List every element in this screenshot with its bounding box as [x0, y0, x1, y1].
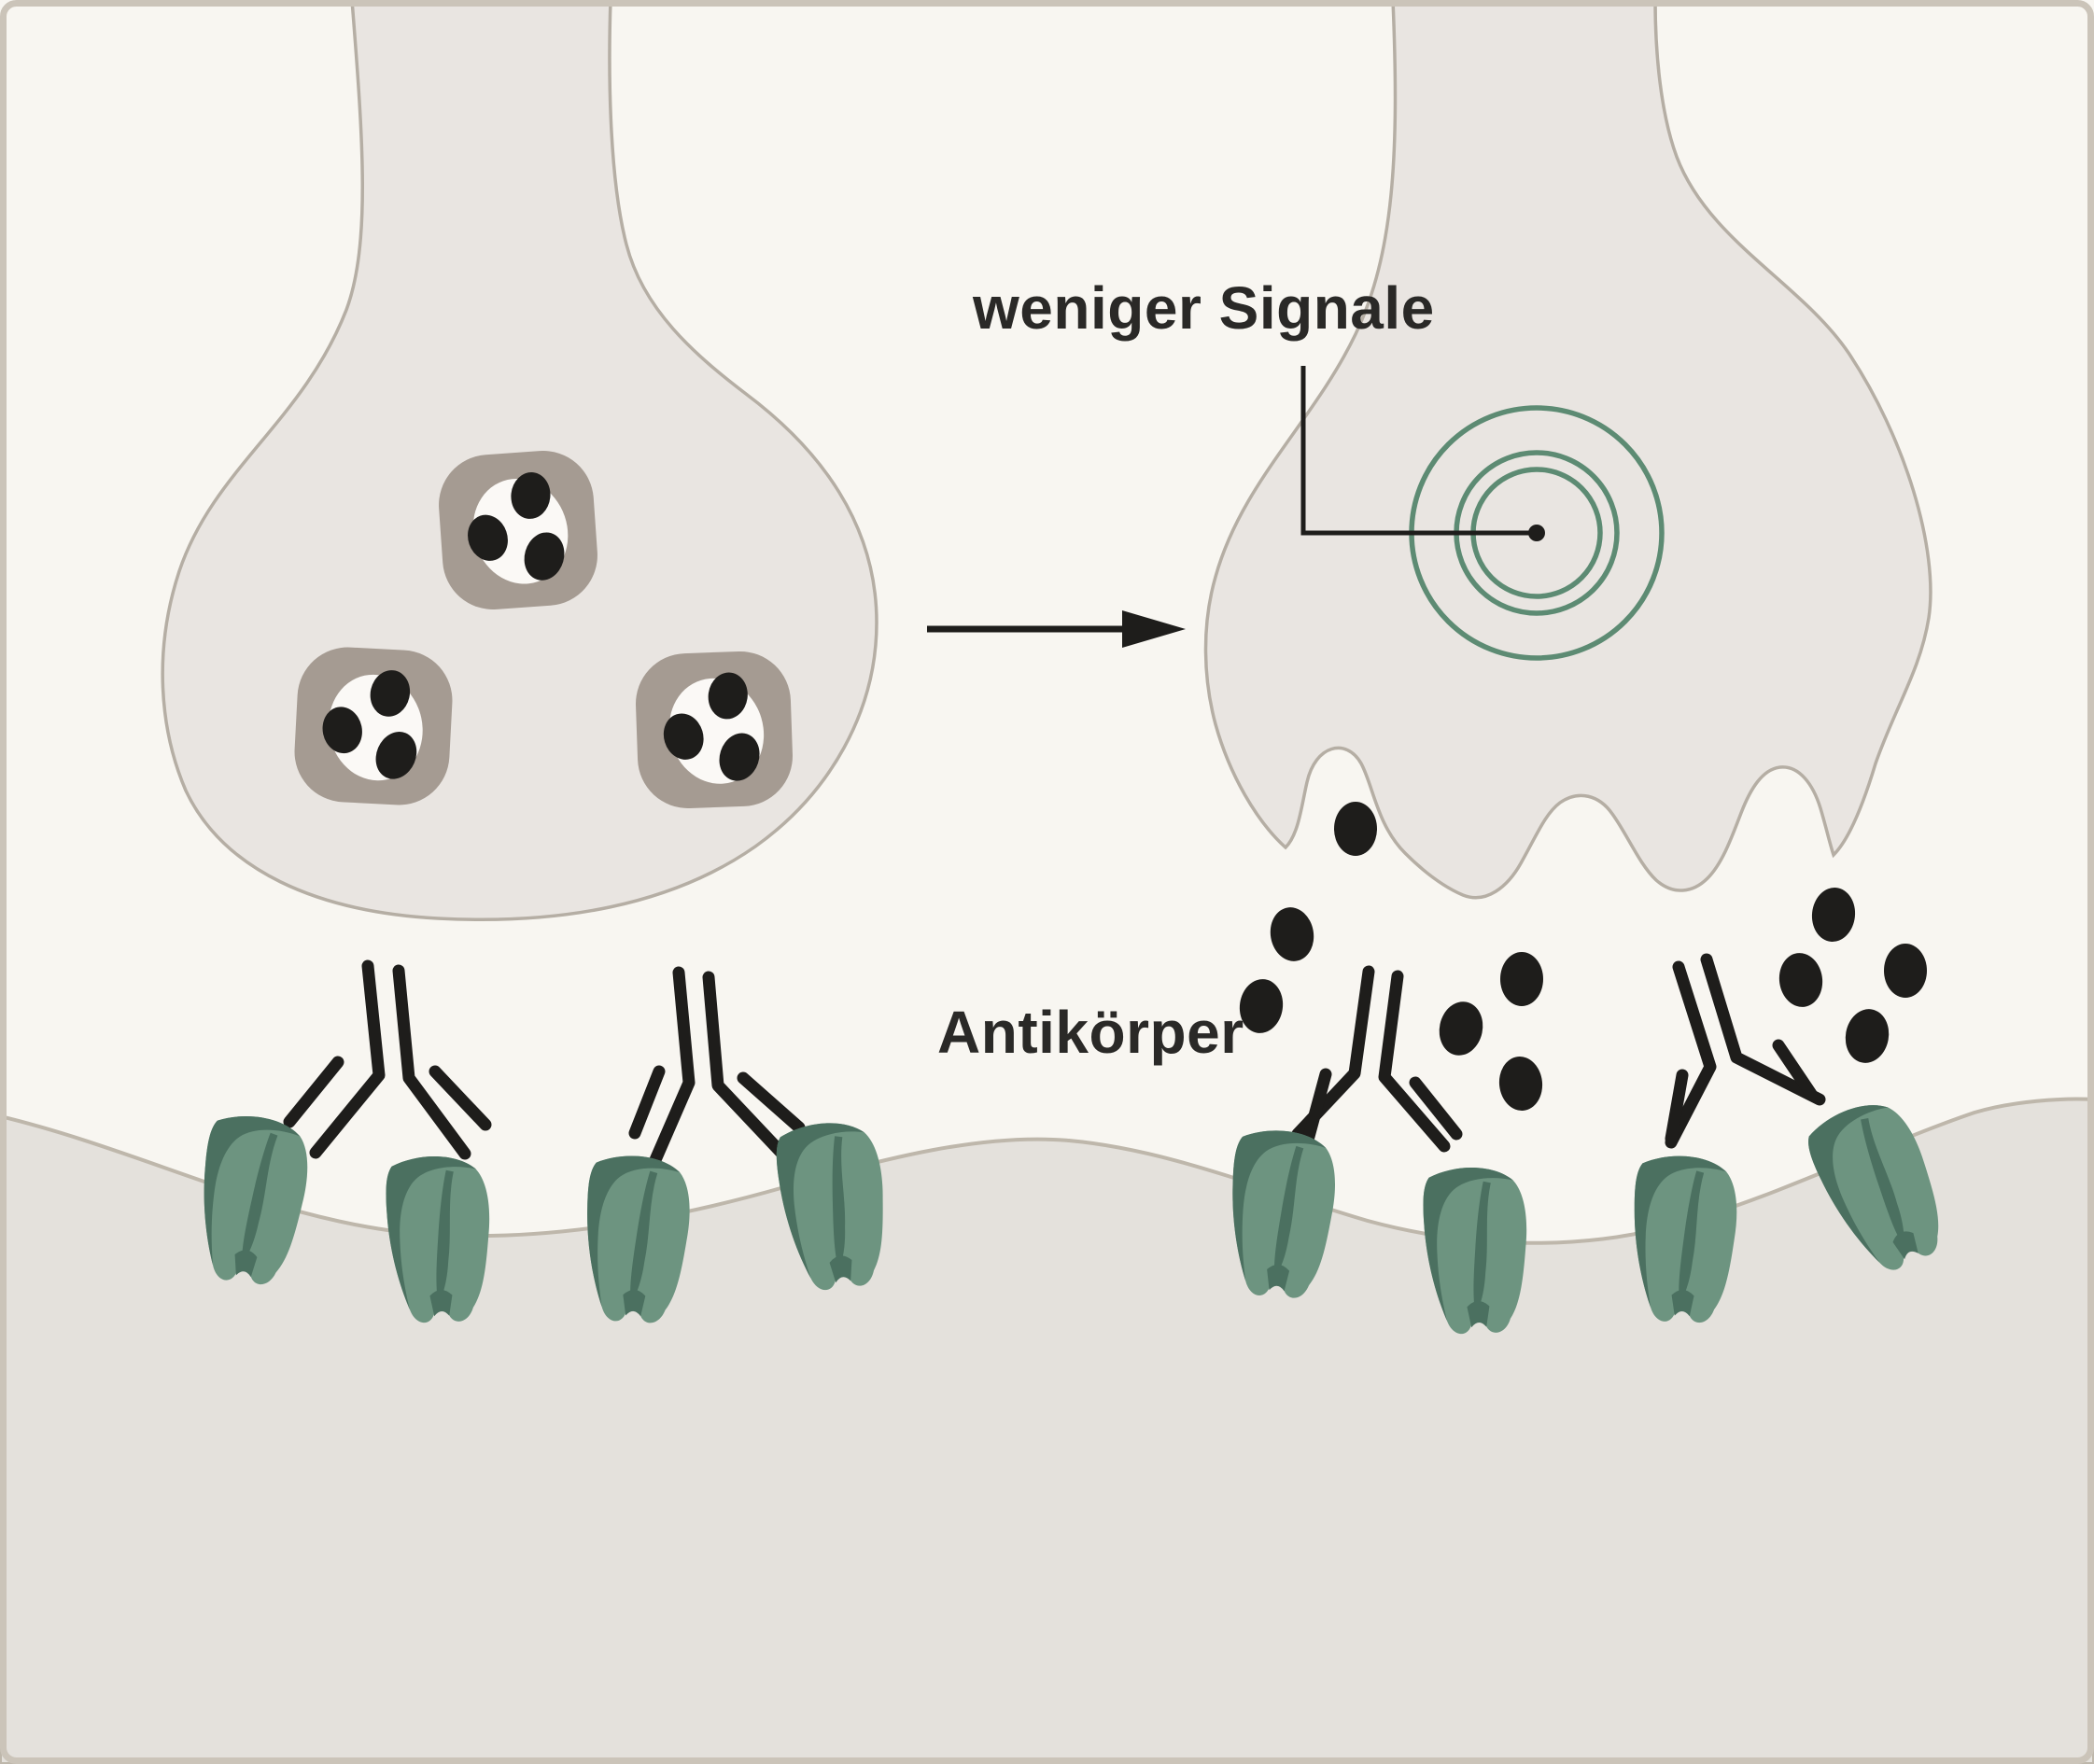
antibody-chain	[429, 1065, 492, 1131]
antibody-chain	[309, 959, 386, 1159]
signal-leader-line	[1300, 366, 1531, 536]
antibody-chain	[645, 966, 696, 1175]
neurotransmitter-dot	[1778, 953, 1823, 1007]
neurotransmitter-dot	[1439, 1001, 1483, 1056]
label-weniger-signale: weniger Signale	[972, 274, 1435, 342]
antibodies-layer	[283, 953, 1826, 1175]
antibody	[283, 959, 492, 1160]
label-antikoerper: Antikörper	[937, 999, 1244, 1066]
neurotransmitter-dots-layer	[1239, 802, 1927, 1111]
antibody-chain	[1409, 1076, 1463, 1141]
neurotransmitter-dot	[1270, 907, 1314, 961]
signal-leader-dot	[1528, 525, 1545, 541]
antibody-chain	[1700, 953, 1826, 1106]
antibody-chain	[1665, 960, 1717, 1149]
antibody	[1665, 953, 1826, 1149]
vesicle	[634, 650, 794, 810]
antibody-chain	[1665, 1069, 1689, 1145]
antibody-chain	[1378, 970, 1451, 1153]
antibody-chain	[1772, 1039, 1818, 1100]
neurotransmitter-dot	[1884, 944, 1927, 998]
antibody	[1291, 965, 1463, 1153]
vesicle	[435, 447, 601, 613]
vesicle	[291, 644, 456, 808]
antibody-chain	[702, 971, 787, 1158]
antibody-chain	[392, 964, 471, 1160]
right-presynaptic-terminal	[1203, 0, 1932, 900]
transition-arrow-head	[1122, 610, 1186, 648]
antibody-chain	[1300, 1068, 1332, 1150]
neurotransmitter-dot	[1498, 1057, 1543, 1111]
antibody-chain	[737, 1071, 806, 1134]
antibody	[628, 966, 806, 1175]
neurotransmitter-dot	[1500, 952, 1543, 1006]
neurotransmitter-dot	[1845, 1009, 1890, 1063]
antibody-chain	[628, 1065, 666, 1140]
antibody-chain	[283, 1056, 344, 1128]
neurotransmitter-dot	[1811, 888, 1856, 942]
neurotransmitter-dot	[1239, 979, 1284, 1033]
neurotransmitter-dot	[1334, 802, 1377, 856]
